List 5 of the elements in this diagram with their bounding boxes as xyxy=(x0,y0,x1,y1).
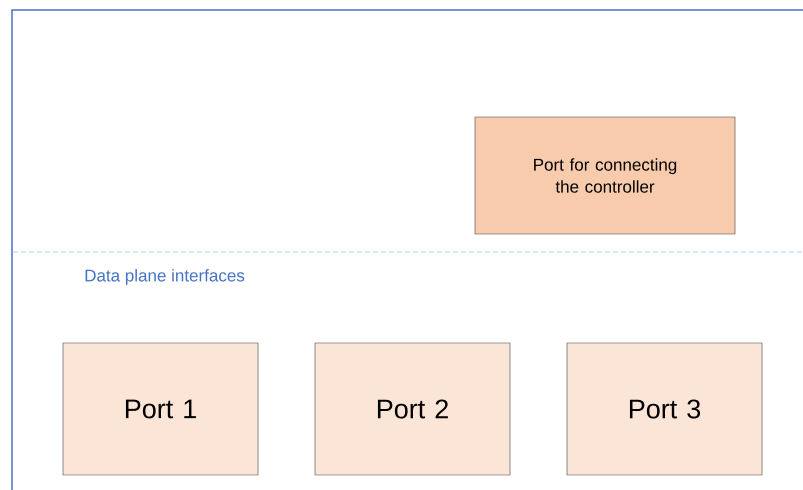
port-box: Port for connecting the controller xyxy=(474,116,736,234)
port-box: Port 1 xyxy=(62,342,258,476)
port-box: Port 3 xyxy=(566,342,762,476)
port-box: Port 2 xyxy=(314,342,510,476)
section-label: Data plane interfaces xyxy=(86,269,244,285)
